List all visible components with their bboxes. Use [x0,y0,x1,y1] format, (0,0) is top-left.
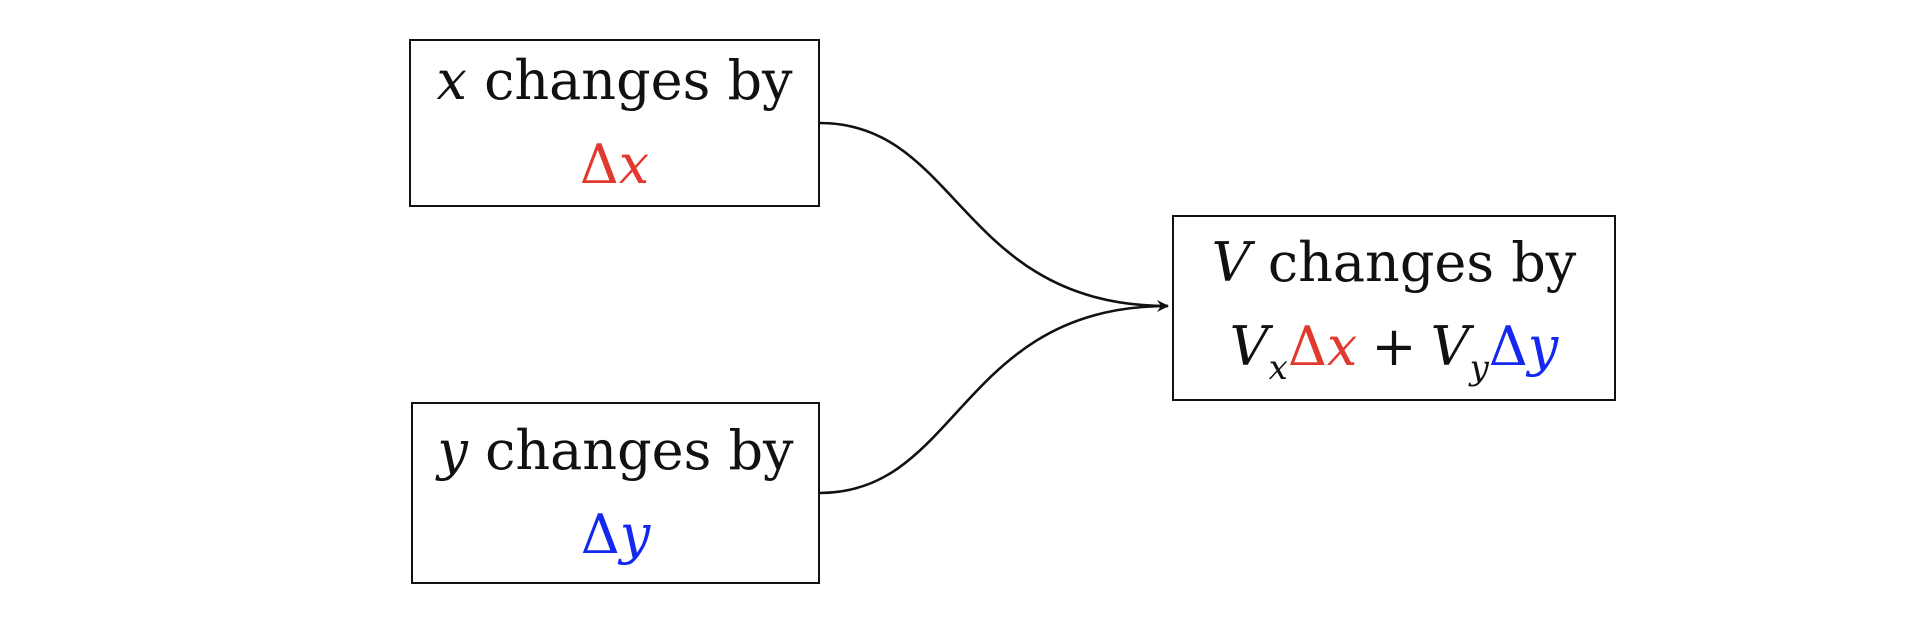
changes-by-label: changes by [1267,230,1577,294]
node-v-changes: V changes by VxΔx+VyΔy [1172,215,1616,401]
node-v-title: V changes by [1212,221,1577,305]
formula-v2: V [1430,314,1470,378]
delta-symbol: Δ [580,503,620,566]
formula-delta-x-group: Δx [1288,315,1357,378]
formula-sub-x: x [1268,347,1288,388]
formula-sub-y: y [1469,347,1489,388]
node-y-delta: Δy [581,493,651,577]
formula-delta-y-group: Δy [1489,315,1559,378]
changes-by-label: changes by [485,419,794,482]
edge-x-to-v [819,121,1169,312]
delta-y-var: y [619,503,651,566]
formula-v1: V [1229,314,1269,378]
formula-plus: + [1371,314,1417,378]
node-x-title: x changes by [436,39,792,123]
node-x-delta: Δx [580,123,649,207]
delta-symbol: Δ [579,133,619,196]
changes-by-label: changes by [484,49,793,112]
edge-y-to-v [819,304,1169,495]
formula-delta2: Δ [1488,314,1528,378]
node-v-formula: VxΔx+VyΔy [1230,305,1559,396]
formula-delta1: Δ [1287,314,1327,378]
var-v: V [1211,230,1251,294]
node-x-changes: x changes by Δx [409,39,820,207]
formula-dvar-y: y [1527,314,1559,378]
node-y-title: y changes by [437,409,793,493]
delta-x-var: x [618,133,650,196]
var-x: x [436,49,467,112]
node-y-changes: y changes by Δy [411,402,820,584]
var-y: y [437,419,468,482]
formula-dvar-x: x [1326,314,1358,378]
